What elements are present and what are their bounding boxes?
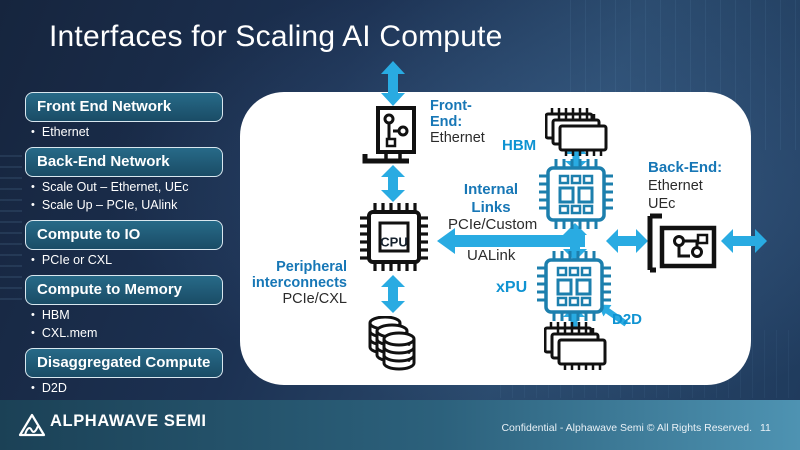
- alphawave-logo-icon: [17, 412, 47, 444]
- bullet-item: •Scale Out – Ethernet, UEc: [31, 180, 189, 194]
- sidebar-box-front-end-network: Front End Network: [25, 92, 223, 122]
- sidebar-box-compute-to-io: Compute to IO: [25, 220, 223, 250]
- bullet-dot: •: [31, 126, 35, 138]
- xpu-label: xPU: [496, 279, 528, 296]
- confidential-text: Confidential - Alphawave Semi © All Righ…: [501, 422, 752, 434]
- bullet-item: •D2D: [31, 381, 67, 395]
- back-end-label: Back-End: Ethernet UEc: [648, 159, 723, 212]
- slide-title: Interfaces for Scaling AI Compute: [49, 20, 503, 53]
- internal-links-label: Internal Links: [463, 181, 519, 216]
- bullet-item: •HBM: [31, 308, 70, 322]
- sidebar-group-front-end-network: Front End Network •Ethernet: [25, 92, 223, 140]
- sidebar-group-back-end-network: Back-End Network •Scale Out – Ethernet, …: [25, 147, 223, 213]
- sidebar-box-compute-to-memory: Compute to Memory: [25, 275, 223, 305]
- background-circuit-texture: [0, 150, 22, 300]
- bullet-item: •CXL.mem: [31, 326, 98, 340]
- arrow-internal-links: [437, 228, 585, 259]
- arrow-xpu-nic: [606, 229, 648, 258]
- sidebar-group-compute-to-io: Compute to IO •PCIe or CXL: [25, 220, 223, 268]
- bullet-dot: •: [31, 254, 35, 266]
- sidebar-group-compute-to-memory: Compute to Memory •HBM •CXL.mem: [25, 275, 223, 341]
- bullet-item: •Ethernet: [31, 125, 90, 139]
- bullet-dot: •: [31, 327, 35, 339]
- arrow-cpu-storage: [381, 275, 405, 318]
- sidebar-box-back-end-network: Back-End Network: [25, 147, 223, 177]
- sidebar: Front End Network •Ethernet Back-End Net…: [25, 92, 223, 403]
- xpu-chip-icon: [539, 159, 613, 234]
- xpu-chip2-icon: [537, 251, 611, 326]
- back-end-nic-icon: [640, 212, 720, 285]
- footer-bar: [0, 400, 800, 450]
- cpu-text: CPU: [380, 234, 407, 249]
- bullet-dot: •: [31, 181, 35, 193]
- front-end-nic-icon: [362, 106, 428, 173]
- bullet-dot: •: [31, 199, 35, 211]
- bullet-item: •Scale Up – PCIe, UAlink: [31, 198, 178, 212]
- storage-stack-icon: [366, 315, 430, 381]
- arrow-d2d-pointer: [592, 299, 631, 334]
- front-end-label: Front- End: Ethernet: [430, 98, 485, 146]
- arrow-nic-external: [721, 229, 767, 258]
- memory-stack-icon: [543, 320, 610, 375]
- bullet-dot: •: [31, 309, 35, 321]
- arrow-top-external: [381, 61, 405, 111]
- arrow-nic-cpu: [381, 165, 405, 207]
- d2d-label: D2D: [612, 311, 643, 328]
- sidebar-group-disaggregated-compute: Disaggregated Compute •D2D: [25, 348, 223, 396]
- hbm-label: HBM: [502, 137, 537, 154]
- sidebar-box-disaggregated-compute: Disaggregated Compute: [25, 348, 223, 378]
- brand-name: ALPHAWAVE SEMI: [50, 412, 207, 430]
- bullet-item: •PCIe or CXL: [31, 253, 113, 267]
- cpu-chip-icon: CPU: [356, 201, 432, 278]
- peripheral-label: Peripheral interconnects PCIe/CXL: [251, 259, 347, 307]
- ualink-label: UALink: [467, 247, 516, 264]
- hbm-stack-icon: [544, 106, 611, 161]
- pcie-custom-label: PCIe/Custom: [448, 216, 538, 233]
- page-number: 11: [760, 422, 771, 434]
- bullet-dot: •: [31, 382, 35, 394]
